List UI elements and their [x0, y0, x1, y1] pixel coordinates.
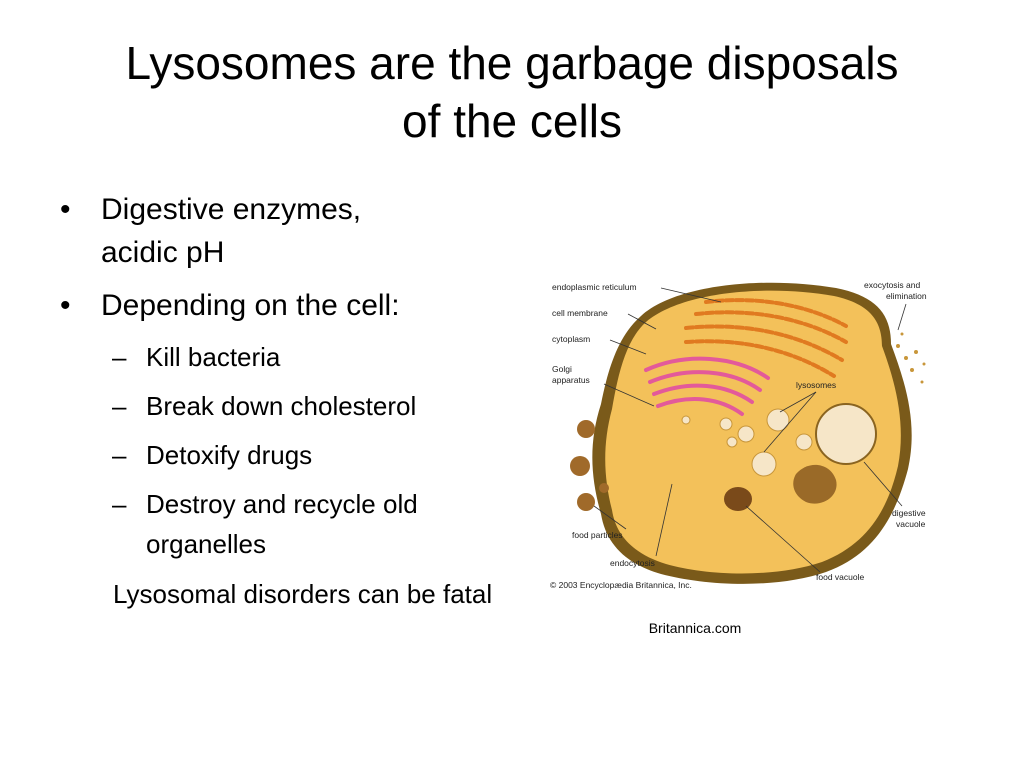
title-line-2: of the cells	[402, 95, 622, 147]
label-pointer-lines	[593, 287, 907, 573]
label-food-particles: food particles	[572, 530, 623, 540]
bullet-text: acidic pH	[101, 236, 225, 269]
slide-title: Lysosomes are the garbage disposals of t…	[40, 34, 984, 150]
label-exocytosis-1: exocytosis and	[864, 280, 920, 290]
sub-bullet-item: – Detoxify drugs	[60, 435, 520, 475]
label-golgi-1: Golgi	[552, 364, 572, 374]
label-digestive-1: digestive	[892, 508, 926, 518]
exocytosis-particles	[896, 332, 926, 384]
bullet-item-depending: • Depending on the cell:	[60, 284, 520, 327]
lysosome-vesicles	[681, 408, 813, 477]
label-er: endoplasmic reticulum	[552, 282, 637, 292]
dash-symbol: –	[112, 391, 127, 421]
title-line-1: Lysosomes are the garbage disposals	[125, 37, 899, 89]
dash-symbol: –	[112, 342, 127, 372]
dash-symbol: –	[112, 440, 127, 470]
bullet-text: Depending on the cell:	[101, 289, 400, 322]
label-endocytosis: endocytosis	[610, 558, 655, 568]
label-lysosomes: lysosomes	[796, 380, 836, 390]
label-food-vacuole: food vacuole	[816, 572, 864, 582]
sub-bullet-text: organelles	[146, 529, 266, 559]
bullet-item-enzymes: • Digestive enzymes, acidic pH	[60, 188, 520, 274]
label-cell-membrane: cell membrane	[552, 308, 608, 318]
golgi-apparatus	[644, 356, 770, 416]
label-golgi-2: apparatus	[552, 375, 590, 385]
label-digestive-2: vacuole	[896, 519, 926, 529]
digestive-vacuole	[815, 403, 877, 465]
food-vacuole	[724, 487, 752, 511]
bullet-text: Digestive enzymes,	[101, 193, 362, 226]
lysosome-fusion	[793, 464, 837, 504]
sub-bullet-text: Break down cholesterol	[146, 391, 417, 421]
label-cytoplasm: cytoplasm	[552, 334, 590, 344]
sub-bullet-text: Kill bacteria	[146, 342, 281, 372]
bullet-symbol: •	[60, 289, 71, 322]
bullet-list: • Digestive enzymes, acidic pH • Dependi…	[60, 188, 520, 614]
food-particles	[570, 420, 609, 511]
sub-bullet-item: – Destroy and recycle old organelles	[60, 484, 520, 564]
dash-symbol: –	[112, 489, 127, 519]
note-text: Lysosomal disorders can be fatal	[113, 579, 493, 609]
sub-bullet-text: Destroy and recycle old	[146, 489, 418, 519]
sub-bullet-text: Detoxify drugs	[146, 440, 313, 470]
image-credit: Britannica.com	[648, 620, 742, 636]
label-exocytosis-2: elimination	[886, 291, 927, 301]
diagram-copyright: © 2003 Encyclopædia Britannica, Inc.	[550, 580, 692, 590]
sub-bullet-item: – Kill bacteria	[60, 337, 520, 377]
sub-bullet-item: – Break down cholesterol	[60, 386, 520, 426]
endoplasmic-reticulum	[684, 298, 848, 378]
bullet-symbol: •	[60, 193, 71, 226]
lysosome-diagram: endoplasmic reticulum cell membrane cyto…	[550, 280, 927, 590]
